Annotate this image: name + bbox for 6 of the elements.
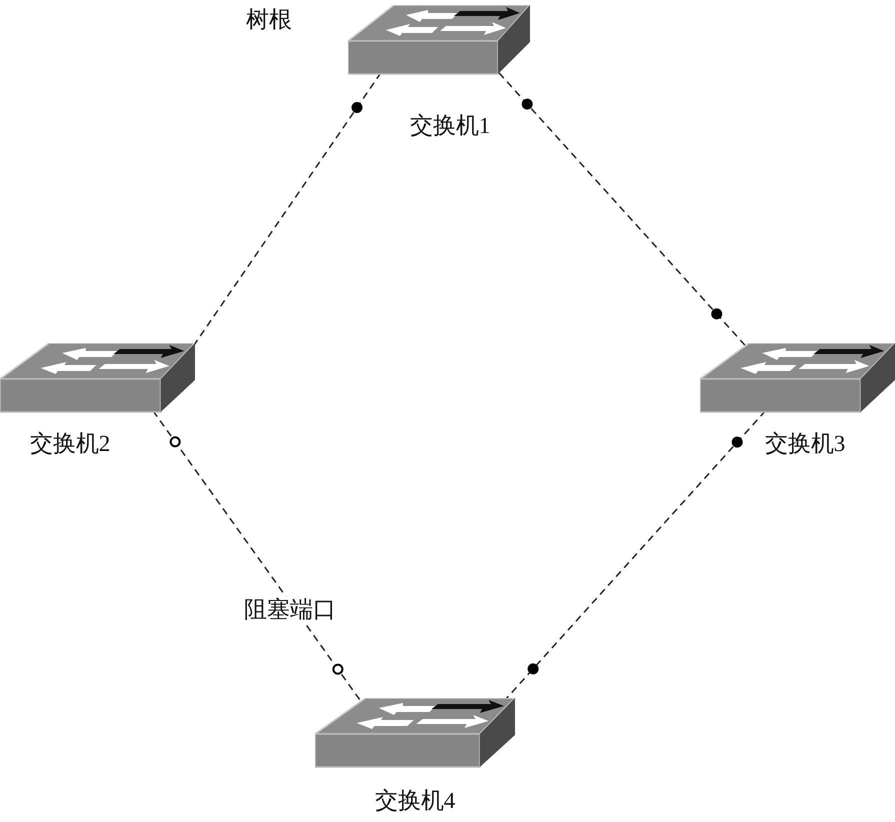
switch-label: 交换机3 — [764, 430, 846, 458]
link-line — [498, 72, 746, 346]
root-label: 树根 — [246, 6, 292, 34]
switch-label: 交换机1 — [410, 112, 490, 140]
switch-label: 交换机2 — [30, 430, 110, 458]
switch-label: 交换机4 — [374, 787, 456, 815]
